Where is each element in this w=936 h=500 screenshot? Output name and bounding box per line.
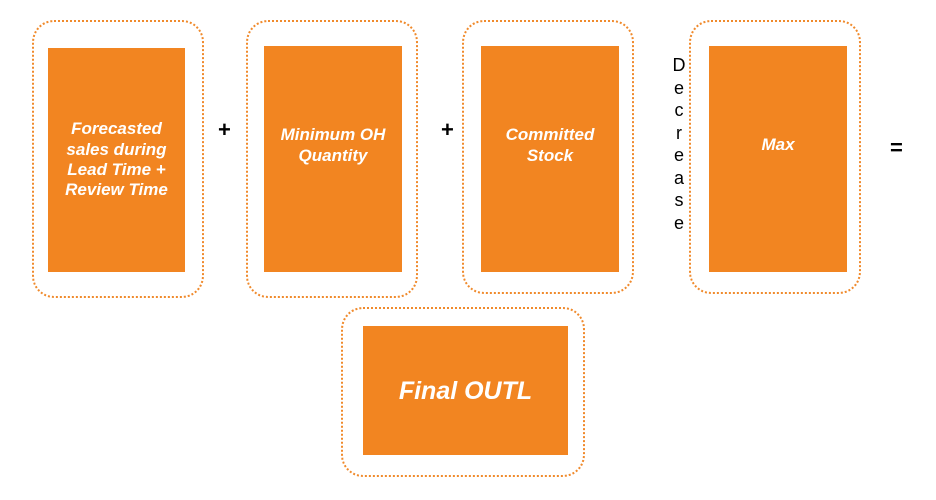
forecasted-sales-label: Forecasted sales during Lead Time + Revi… [65, 119, 168, 200]
committed-stock-box: Committed Stock [481, 46, 619, 272]
minimum-oh-label: Minimum OH Quantity [280, 125, 386, 165]
max-label: Max [761, 135, 795, 155]
plus-operator-1: + [218, 117, 231, 142]
plus-operator-2: + [441, 117, 454, 142]
committed-stock-label: Committed Stock [505, 125, 595, 165]
final-outl-label: Final OUTL [398, 376, 533, 405]
equals-operator: = [890, 135, 903, 160]
minimum-oh-box: Minimum OH Quantity [264, 46, 402, 272]
forecasted-sales-box: Forecasted sales during Lead Time + Revi… [48, 48, 185, 272]
final-outl-box: Final OUTL [363, 326, 568, 455]
decrease-operator: D e c r e a s e [672, 55, 686, 233]
max-box: Max [709, 46, 847, 272]
